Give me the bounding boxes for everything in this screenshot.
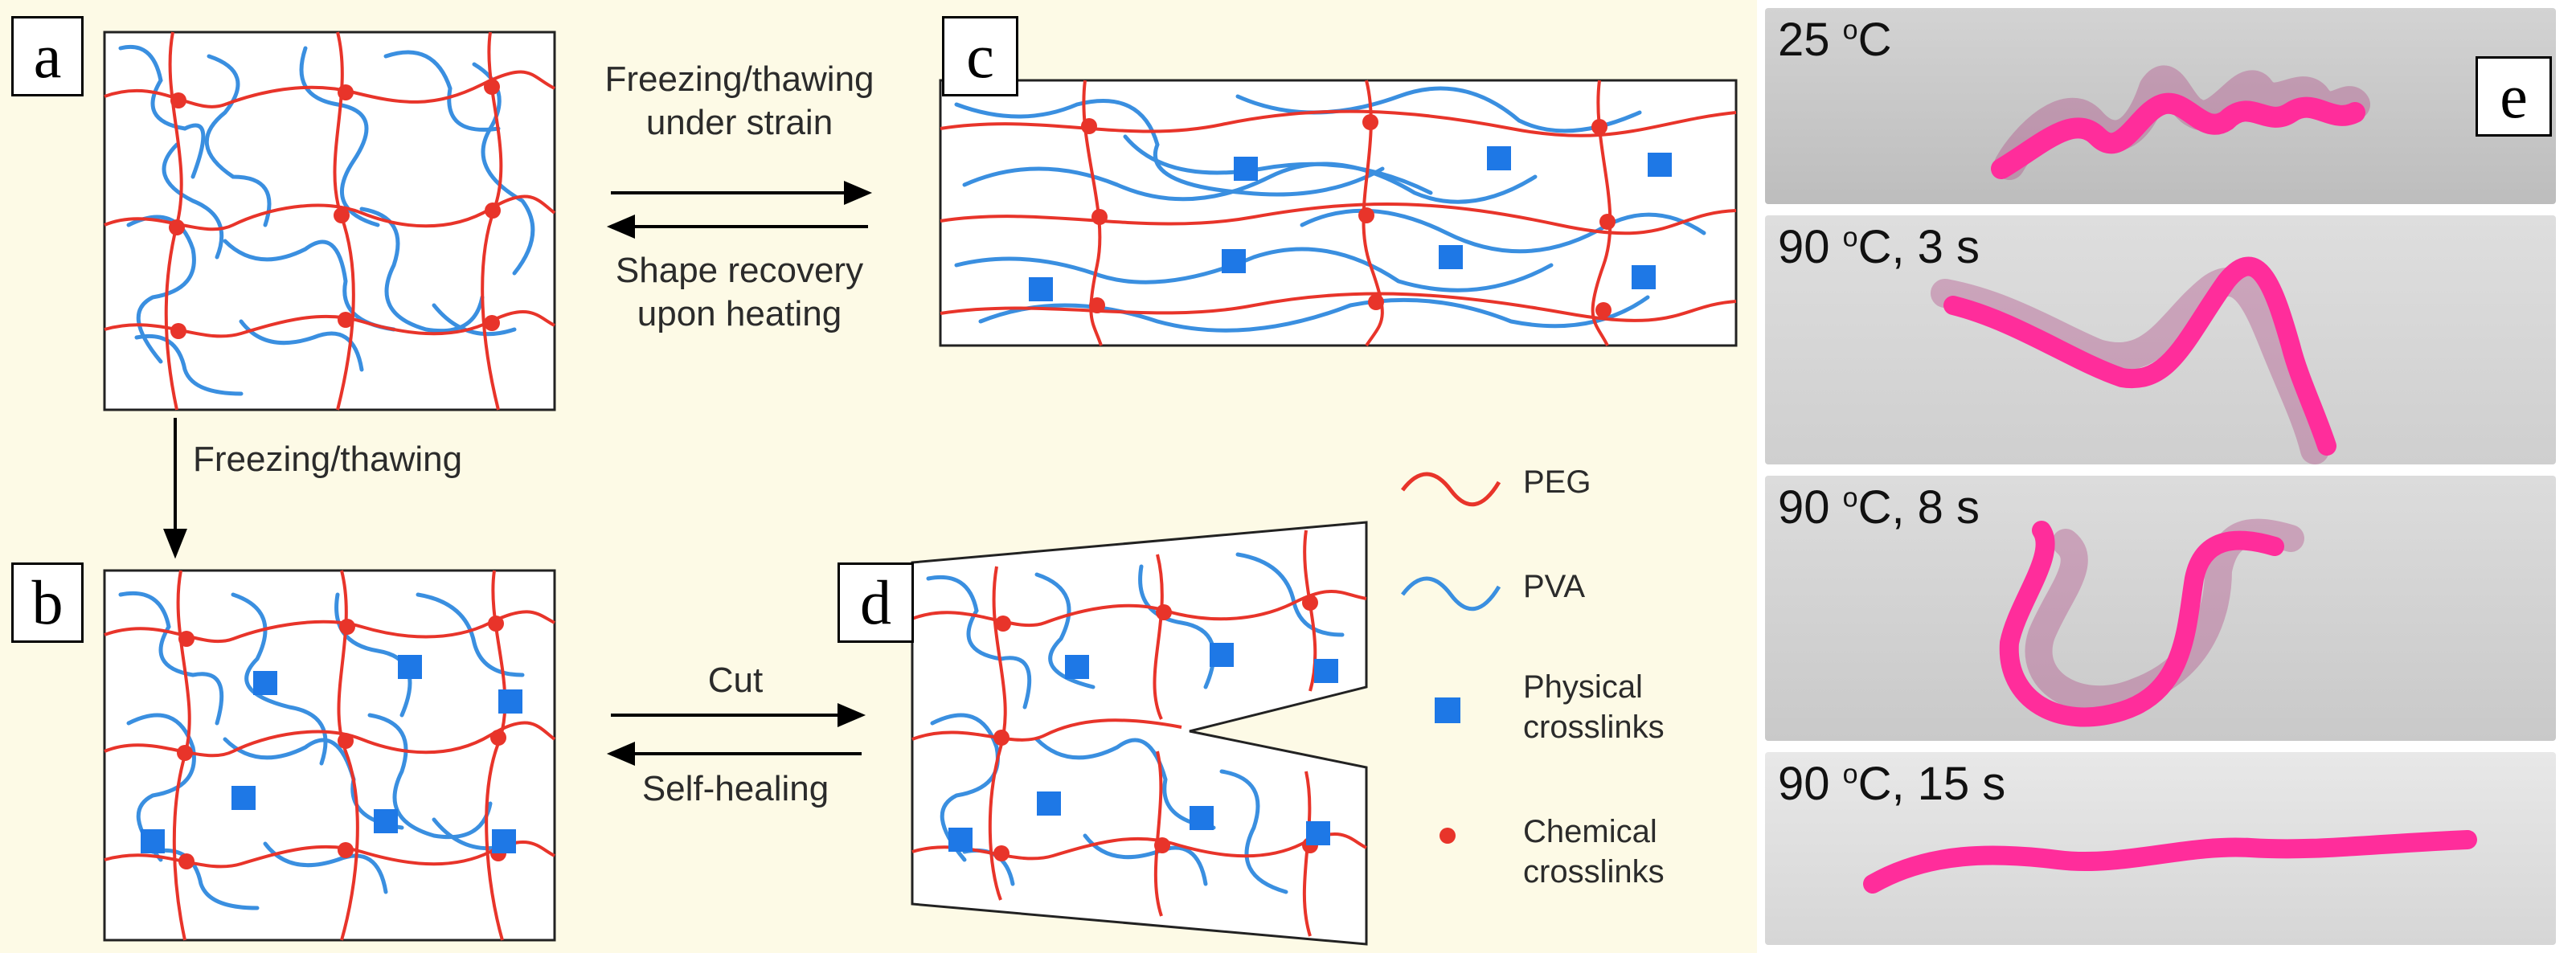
photo-90c-8s: 90 oC, 8 s bbox=[1765, 476, 2556, 741]
panel-b-network bbox=[103, 569, 556, 942]
arrow-bottom-reverse bbox=[606, 741, 862, 767]
legend-peg-label: PEG bbox=[1523, 464, 1591, 500]
photo-label-25c: 25 oC bbox=[1778, 14, 1892, 66]
arrow-vertical bbox=[163, 418, 187, 559]
panel-label-c: c bbox=[942, 16, 1018, 96]
photo-label-90c-3s: 90 oC, 3 s bbox=[1778, 221, 1980, 273]
legend-pva-label: PVA bbox=[1523, 569, 1586, 604]
photo-label-90c-8s: 90 oC, 8 s bbox=[1778, 481, 1980, 534]
photo-90c-15s: 90 oC, 15 s bbox=[1765, 752, 2556, 945]
arrow-bottom-forward-label: Cut bbox=[707, 661, 764, 700]
arrow-bottom-forward bbox=[611, 702, 866, 728]
arrow-top-reverse bbox=[606, 214, 868, 239]
photo-90c-3s: 90 oC, 3 s bbox=[1765, 215, 2556, 464]
photo-25c: 25 oC bbox=[1765, 8, 2556, 204]
legend-pva-line-icon bbox=[1401, 576, 1501, 611]
panel-label-d: d bbox=[838, 562, 914, 643]
panel-label-e: e bbox=[2476, 56, 2552, 137]
panel-a-network bbox=[103, 31, 556, 411]
legend-physical-square-icon bbox=[1435, 697, 1460, 723]
panel-c-network bbox=[939, 79, 1738, 347]
panel-label-a: a bbox=[11, 16, 84, 96]
legend-chemical-dot-icon bbox=[1440, 828, 1456, 844]
legend-peg-line-icon bbox=[1401, 472, 1501, 507]
arrow-bottom-reverse-label: Self-healing bbox=[641, 769, 829, 808]
arrow-top-forward bbox=[611, 180, 873, 206]
panel-label-b: b bbox=[11, 562, 84, 643]
photo-label-90c-15s: 90 oC, 15 s bbox=[1778, 758, 2006, 810]
arrow-vertical-label: Freezing/thawing bbox=[193, 440, 463, 479]
panel-d-network bbox=[911, 521, 1368, 946]
